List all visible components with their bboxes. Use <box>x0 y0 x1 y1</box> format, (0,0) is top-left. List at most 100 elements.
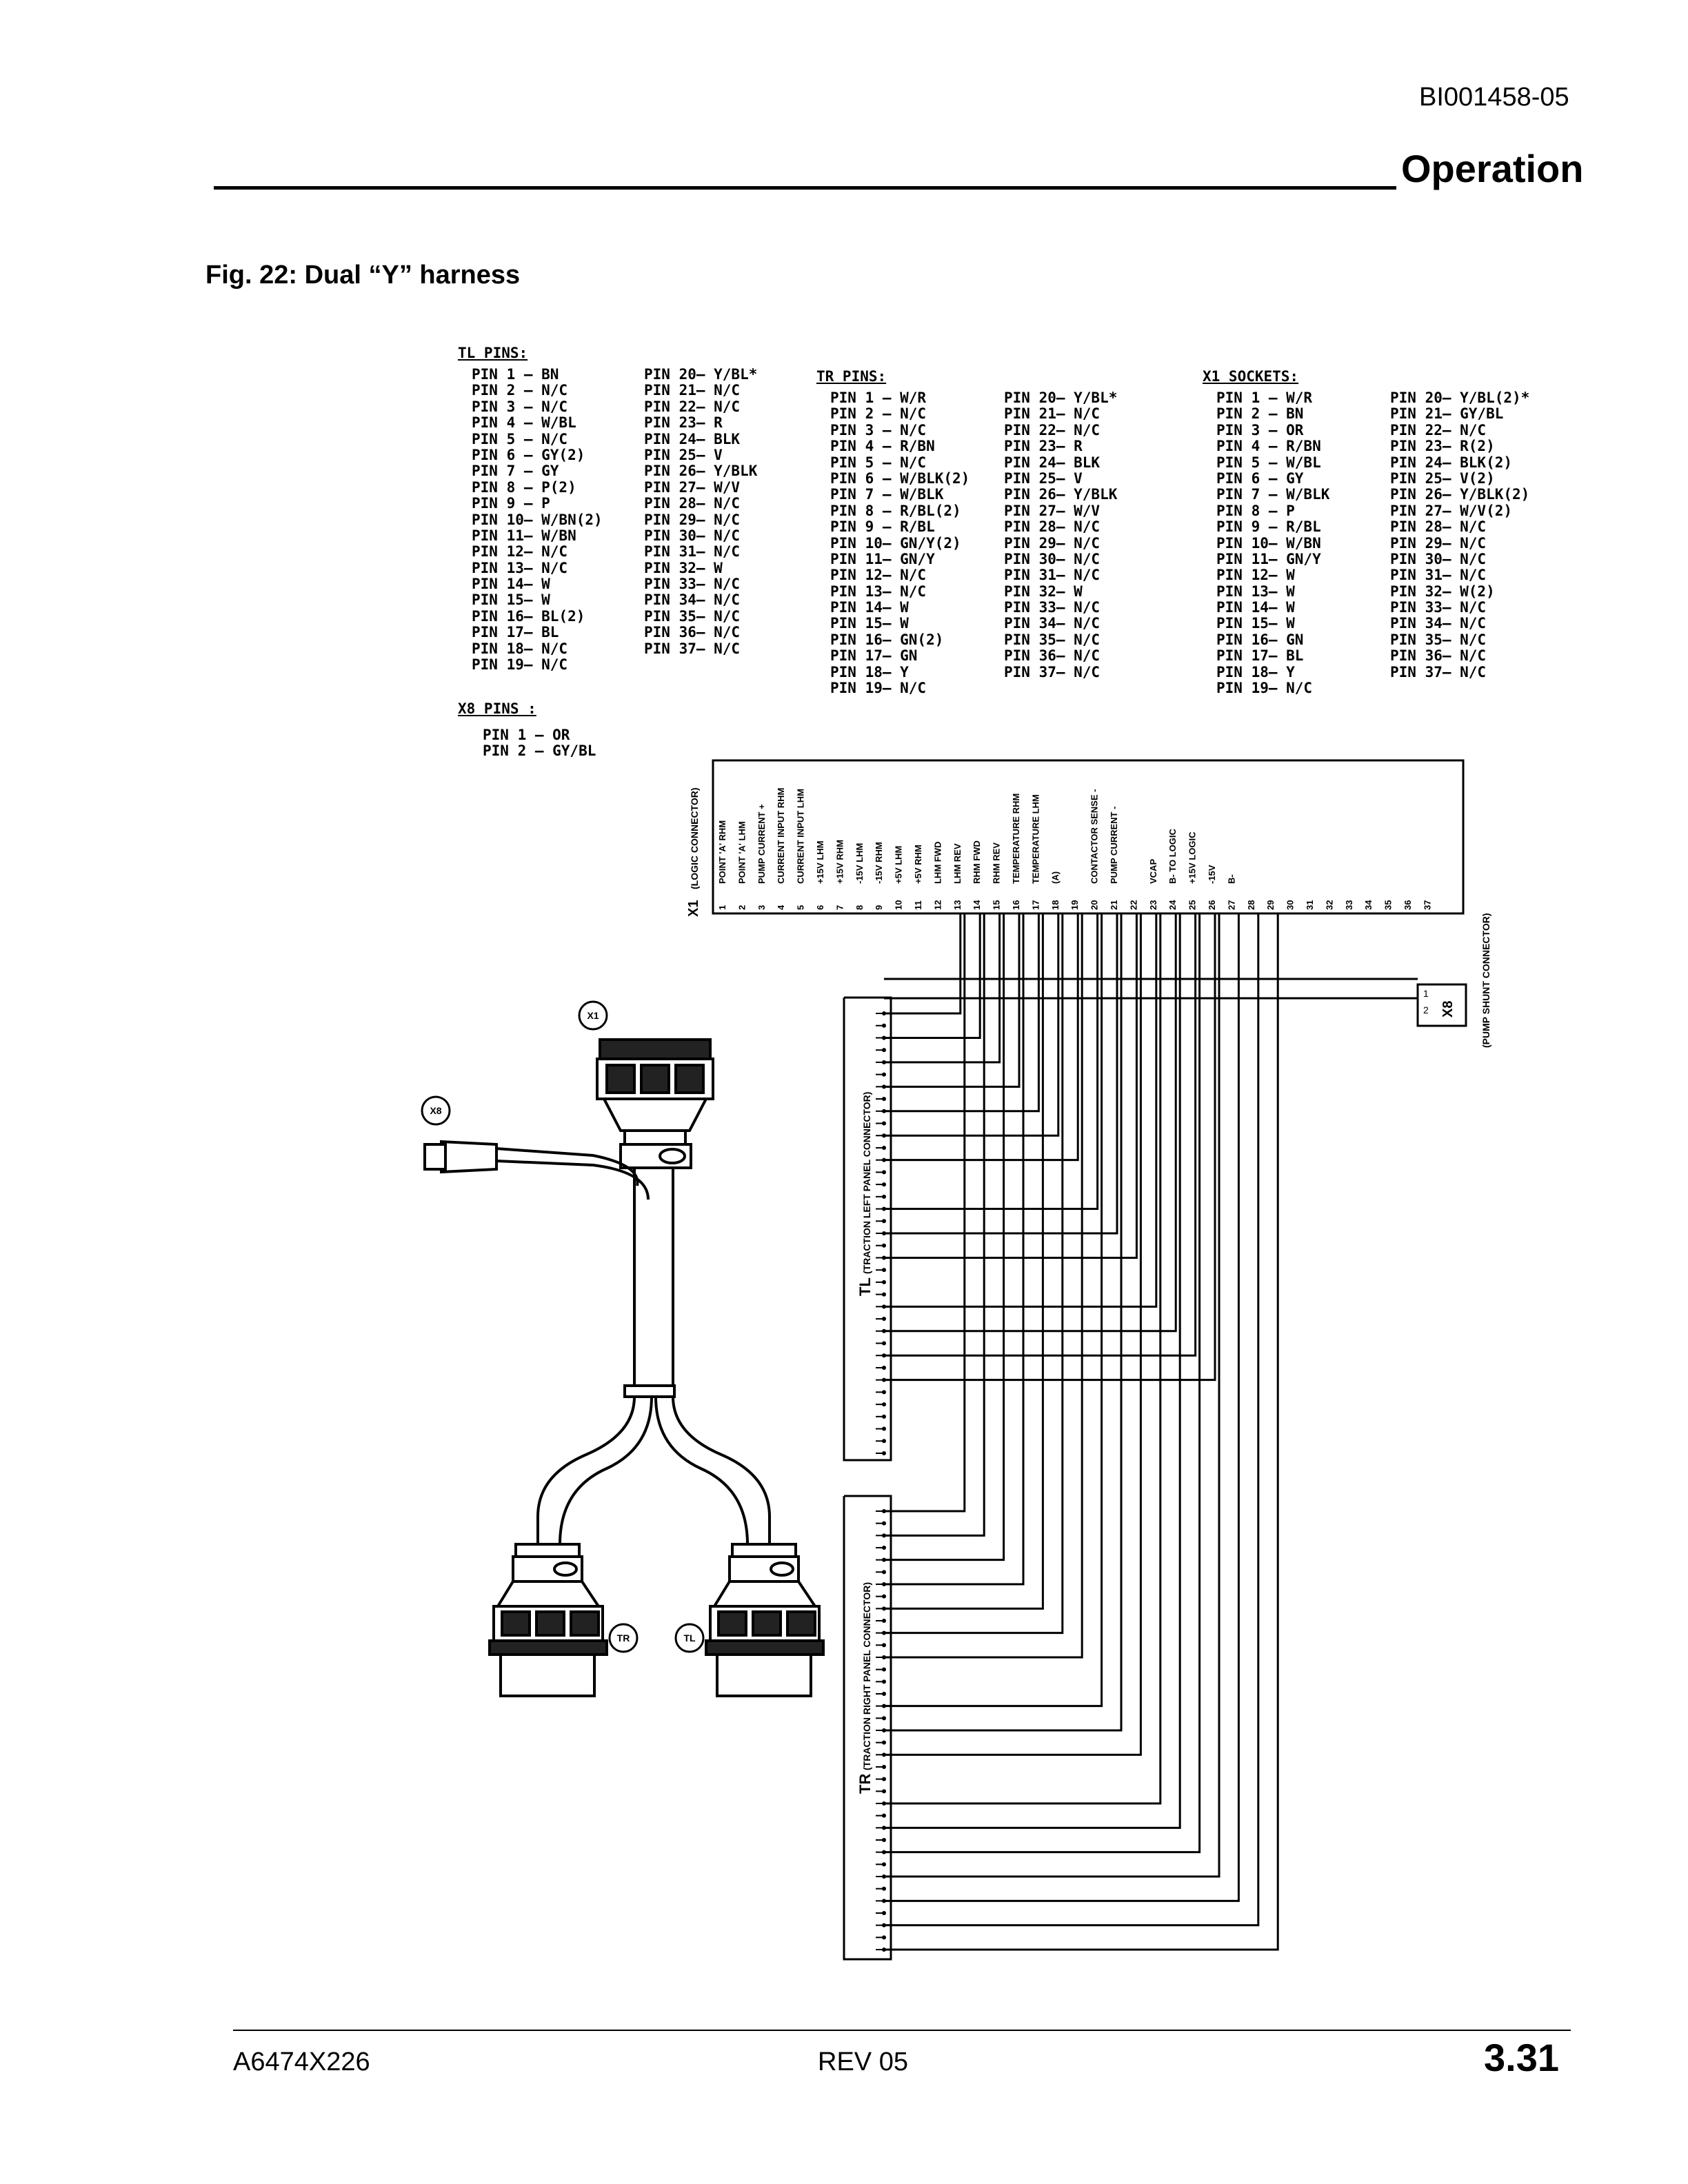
x8-pin-2-num: 2 <box>1423 1004 1429 1015</box>
tr-pin-entry-r-4: PIN 24– BLK <box>1004 454 1101 471</box>
x8-plug-drawing <box>423 1140 498 1174</box>
tl-pin-entry-r-1: PIN 21– N/C <box>644 382 741 399</box>
x1-socket-entry-2: PIN 3 – OR <box>1216 421 1304 438</box>
x1-pin-number: 11 <box>913 900 923 910</box>
tr-pins-title: TR PINS: <box>816 368 887 385</box>
x1-pin-number: 23 <box>1148 900 1158 910</box>
tl-callout: TL <box>683 1632 696 1644</box>
wire <box>884 913 1044 1610</box>
page-number: 3.31 <box>1484 2036 1559 2079</box>
x1-pin-number: 14 <box>972 900 982 910</box>
x1-signal-label: B- <box>1226 874 1236 884</box>
x1-signal-label: TEMPERATURE RHM <box>1011 793 1021 884</box>
tl-pin-entry-6: PIN 7 – GY <box>472 463 559 480</box>
x1-pin-number: 17 <box>1030 900 1041 910</box>
tl-pin-entry-16: PIN 17– BL <box>472 624 559 641</box>
x1-socket-entry-r-11: PIN 31– N/C <box>1390 567 1487 584</box>
tl-pin-entry-r-7: PIN 27– W/V <box>644 478 741 496</box>
x1-signal-label: LHM REV <box>952 843 963 884</box>
tl-plug-drawing <box>705 1543 825 1697</box>
x1-pin-number: 9 <box>874 905 884 910</box>
tr-pin-entry-13: PIN 14– W <box>830 599 909 616</box>
x1-socket-entry-r-16: PIN 36– N/C <box>1390 647 1487 665</box>
x1-socket-entry-r-1: PIN 21– GY/BL <box>1390 405 1504 423</box>
x1-pin-number: 20 <box>1089 900 1100 910</box>
tr-pin-entry-8: PIN 9 – R/BL <box>830 518 935 536</box>
wire <box>884 913 1260 1927</box>
wire <box>884 913 1220 1878</box>
x1-pin-number: 35 <box>1383 900 1394 910</box>
x1-signal-label: RHM REV <box>992 842 1002 884</box>
x1-signal-label: VCAP <box>1148 859 1158 884</box>
tr-pin-entry-2: PIN 3 – N/C <box>830 421 927 438</box>
tr-connector-block: TR (TRACTION RIGHT PANEL CONNECTOR) <box>843 1495 892 1961</box>
tl-pin-entry-r-12: PIN 32– W <box>644 559 723 576</box>
x1-socket-entry-r-2: PIN 22– N/C <box>1390 421 1487 438</box>
x1-socket-entry-4: PIN 5 – W/BL <box>1216 454 1321 471</box>
wire <box>884 913 1083 1659</box>
tl-pin-entry-r-6: PIN 26– Y/BLK <box>644 463 758 480</box>
tr-pin-entry-r-14: PIN 34– N/C <box>1004 615 1101 632</box>
tr-pin-entry-7: PIN 8 – R/BL(2) <box>830 502 961 519</box>
tl-pin-entry-5: PIN 6 – GY(2) <box>472 446 585 463</box>
wire <box>884 913 962 1015</box>
x1-pin-number: 2 <box>736 905 747 910</box>
tr-pin-entry-r-0: PIN 20– Y/BL* <box>1004 390 1118 406</box>
x8-description: (PUMP SHUNT CONNECTOR) <box>1480 913 1491 1049</box>
x1-pin-number: 37 <box>1422 900 1432 910</box>
x1-socket-entry-r-6: PIN 26– Y/BLK(2) <box>1390 486 1530 503</box>
x8-pin-entry-0: PIN 1 – OR <box>483 727 570 743</box>
tl-pin-entry-r-14: PIN 34– N/C <box>644 592 741 609</box>
x1-description: (LOGIC CONNECTOR) <box>689 787 700 889</box>
x1-socket-entry-r-8: PIN 28– N/C <box>1390 518 1487 536</box>
wire <box>884 913 1197 1357</box>
wire <box>884 913 1064 1635</box>
tr-pin-entry-14: PIN 15– W <box>830 615 909 632</box>
tr-callout: TR <box>617 1632 630 1644</box>
tr-pin-entry-6: PIN 7 – W/BLK <box>830 486 944 503</box>
tr-description: (TRACTION RIGHT PANEL CONNECTOR) <box>861 1582 872 1770</box>
wire <box>884 913 1001 1064</box>
x1-socket-entry-17: PIN 18– Y <box>1216 663 1295 680</box>
tl-pin-entry-3: PIN 4 – W/BL <box>472 414 576 432</box>
tl-pin-entry-r-10: PIN 30– N/C <box>644 527 741 544</box>
tr-pin-entry-r-10: PIN 30– N/C <box>1004 550 1101 567</box>
x1-socket-entry-r-14: PIN 34– N/C <box>1390 615 1487 632</box>
x1-signal-label: TEMPERATURE LHM <box>1030 794 1041 884</box>
wire <box>884 913 1005 1561</box>
x1-pin-number: 27 <box>1226 900 1236 910</box>
x1-socket-entry-r-12: PIN 32– W(2) <box>1390 583 1495 600</box>
x1-callout: X1 <box>587 1010 599 1021</box>
tr-pin-entry-r-9: PIN 29– N/C <box>1004 534 1101 552</box>
tr-pin-entry-r-12: PIN 32– W <box>1004 583 1083 600</box>
wire <box>884 913 1158 1308</box>
x1-pin-number: 33 <box>1344 900 1354 910</box>
x1-socket-entry-6: PIN 7 – W/BLK <box>1216 486 1330 503</box>
tr-pin-entry-17: PIN 18– Y <box>830 663 909 680</box>
tl-pin-entry-10: PIN 11– W/BN <box>472 527 576 544</box>
section-title: Operation <box>1401 147 1584 190</box>
x1-signal-label: B- TO LOGIC <box>1167 828 1178 884</box>
document-id: BI001458-05 <box>1419 83 1569 112</box>
x1-sockets-title: X1 SOCKETS: <box>1203 368 1299 385</box>
x1-socket-entry-9: PIN 10– W/BN <box>1216 534 1321 552</box>
tr-pin-entry-r-1: PIN 21– N/C <box>1004 405 1101 423</box>
x1-socket-entry-r-13: PIN 33– N/C <box>1390 599 1487 616</box>
x1-signal-label: -15V LHM <box>854 843 865 884</box>
x8-callout: X8 <box>430 1105 441 1116</box>
x1-pin-number: 16 <box>1011 900 1021 910</box>
x8-label: X8 <box>1440 1001 1456 1018</box>
wire <box>884 913 1240 1902</box>
wire <box>884 913 1162 1805</box>
x1-socket-entry-10: PIN 11– GN/Y <box>1216 550 1321 567</box>
x1-signal-label: +5V RHM <box>913 845 923 884</box>
x1-pin-number: 28 <box>1246 900 1256 910</box>
tr-pin-entry-10: PIN 11– GN/Y <box>830 550 935 567</box>
tl-pin-entry-0: PIN 1 – BN <box>472 366 559 383</box>
header-rule <box>214 186 1396 190</box>
tl-pin-entry-14: PIN 15– W <box>472 592 550 609</box>
